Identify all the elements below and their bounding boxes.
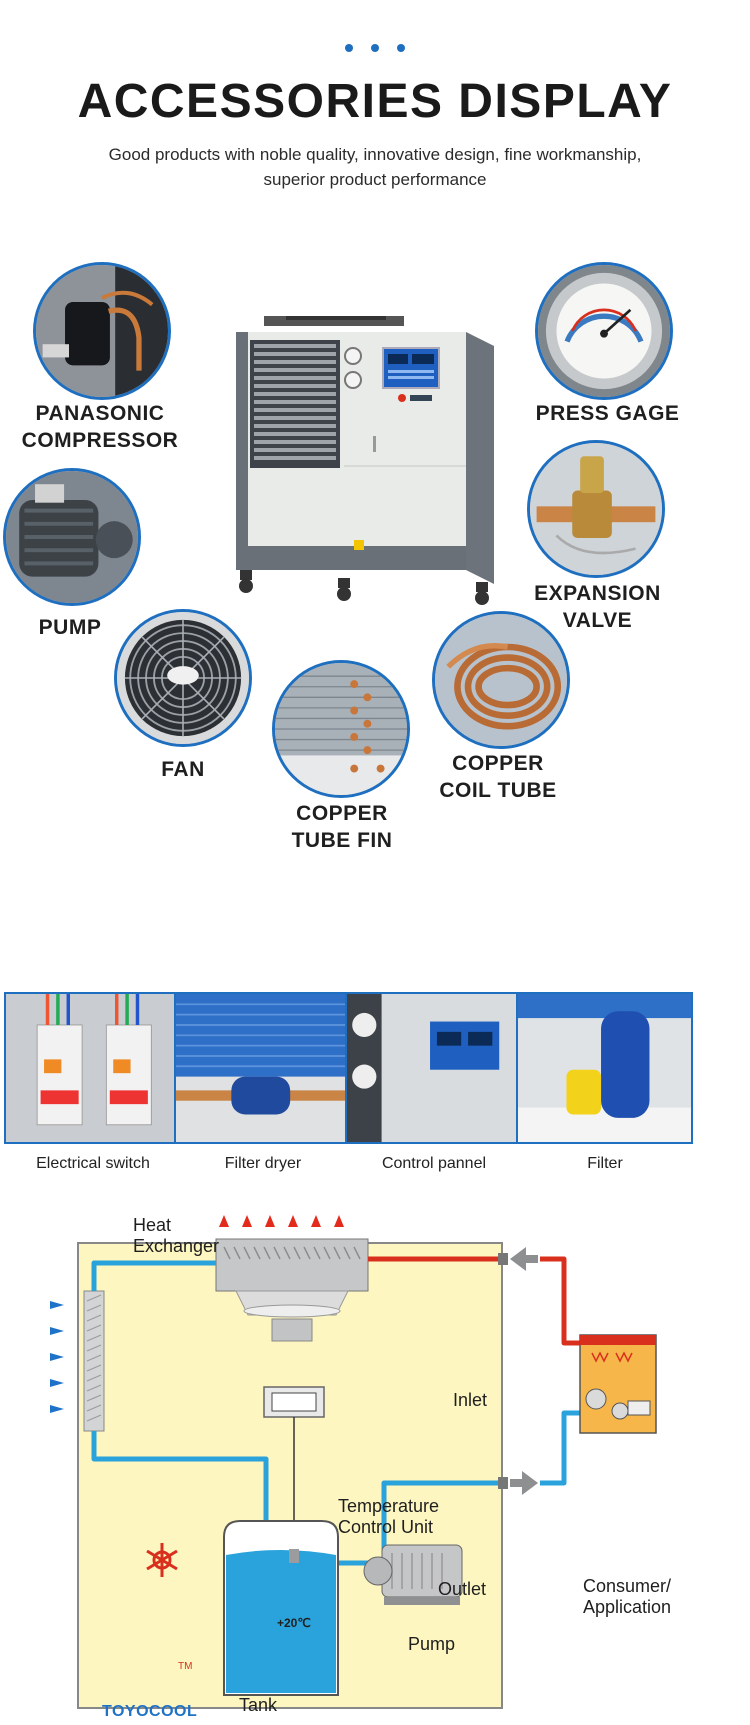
copper-tube-fin-photo — [272, 660, 410, 798]
press-gage-photo — [535, 262, 673, 400]
fan-label: FAN — [161, 758, 205, 781]
expansion-valve-label: EXPANSION VALVE — [534, 582, 661, 632]
trademark-mark: TM — [178, 1661, 193, 1672]
page-subtitle: Good products with noble quality, innova… — [108, 145, 642, 189]
copper-coil-tube-label: COPPER COIL TUBE — [439, 752, 557, 802]
press-gage-label: PRESS GAGE — [535, 402, 680, 425]
air-arrows — [50, 1301, 64, 1413]
electrical-switch-photo — [4, 992, 181, 1144]
pump-photo — [3, 468, 141, 606]
inlet-label: Inlet — [453, 1390, 488, 1410]
fan-photo — [114, 609, 252, 747]
filter-photo — [516, 992, 693, 1144]
expansion-valve-photo — [527, 440, 665, 578]
compressor-photo — [33, 262, 171, 400]
page-title: ACCESSORIES DISPLAY — [77, 75, 673, 128]
copper-tube-fin-label: COPPER TUBE FIN — [291, 802, 393, 852]
chiller-flow-diagram: Heat Exchanger Temperature Control Unit … — [40, 1215, 750, 1725]
temperature-control-label: Temperature Control Unit — [338, 1496, 440, 1537]
filter-dryer-photo — [174, 992, 351, 1144]
consumer-label: Consumer/ Application — [583, 1576, 672, 1617]
dot — [397, 44, 405, 52]
copper-coil-tube-photo — [432, 611, 570, 749]
decorative-dots — [0, 44, 750, 52]
dot — [345, 44, 353, 52]
control-panel-caption: Control pannel — [381, 1155, 487, 1172]
compressor-label: PANASONIC COMPRESSOR — [21, 402, 179, 452]
pump-label: PUMP — [38, 616, 102, 639]
chiller-unit-image — [236, 314, 516, 664]
outlet-label: Outlet — [438, 1579, 487, 1599]
brand-logo-text: TOYOCOOL — [102, 1703, 198, 1720]
pump-diagram-label: Pump — [408, 1634, 456, 1654]
dot — [371, 44, 379, 52]
control-panel-photo — [345, 992, 522, 1144]
filter-caption: Filter — [587, 1155, 623, 1172]
heat-arrows — [219, 1215, 344, 1227]
heat-exchanger-text: Heat Exchanger — [133, 1215, 220, 1256]
temperature-display: +20℃ — [277, 1616, 311, 1630]
brand-logo-mark — [146, 1543, 178, 1577]
electrical-switch-caption: Electrical switch — [36, 1155, 150, 1172]
filter-dryer-caption: Filter dryer — [224, 1155, 302, 1172]
flow-diagram-graphic — [50, 1215, 657, 1709]
tank-label: Tank — [239, 1695, 278, 1715]
